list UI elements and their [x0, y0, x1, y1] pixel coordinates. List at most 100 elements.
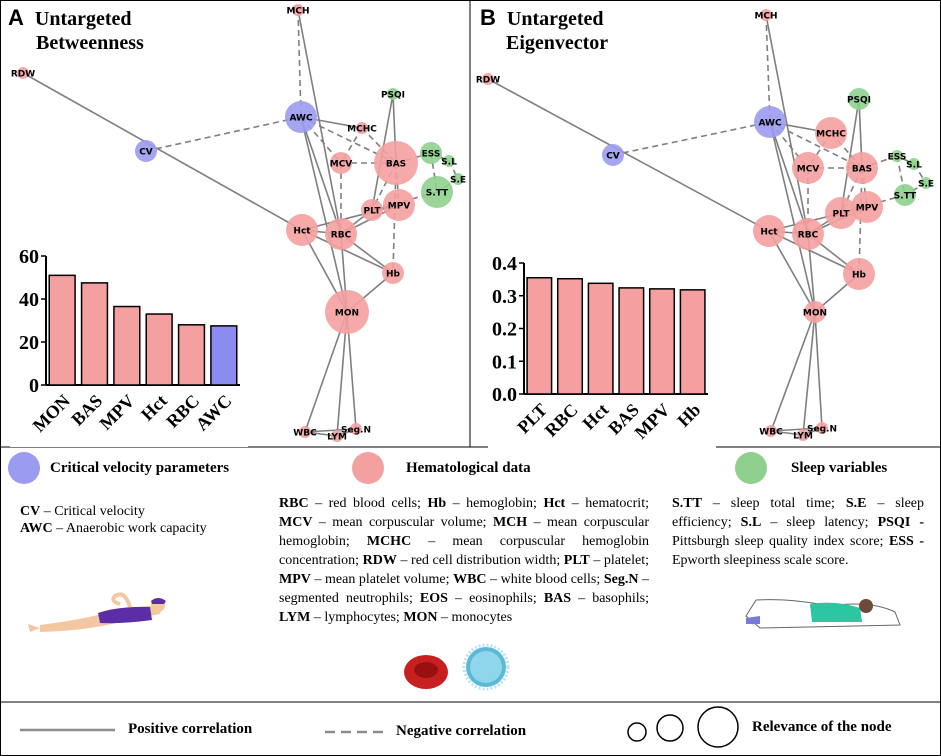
- node-bas: [374, 141, 418, 185]
- sleep-legend-text: S.TT – sleep total time; S.E – sleep eff…: [672, 496, 925, 568]
- node-label-hct: Hct: [293, 227, 311, 237]
- node-hct: [753, 215, 785, 247]
- node-rbc: [792, 218, 824, 250]
- node-label-mpv: MPV: [856, 204, 879, 214]
- node-label-hb: Hb: [386, 270, 401, 280]
- edge-mchc-bas: [830, 132, 863, 169]
- node-mchc: [356, 122, 368, 134]
- edge-mch-awc: [297, 9, 302, 118]
- node-label-wbc: WBC: [293, 429, 317, 439]
- node-awc: [754, 106, 786, 138]
- y-tick-label: 20: [19, 332, 39, 354]
- bar-mon: [48, 274, 76, 386]
- edge-cv-awc: [612, 121, 771, 156]
- cv-legend-dot: [8, 452, 40, 484]
- red-blood-cell-icon: [404, 655, 448, 689]
- edge-wbc-seg-n: [304, 428, 357, 433]
- node-ess: [420, 142, 442, 164]
- node-mon: [325, 290, 369, 334]
- node-label-mchc: MCHC: [347, 125, 377, 135]
- node-label-s-e: S.E: [450, 176, 466, 186]
- node-mchc: [815, 117, 847, 149]
- panel-a-letter: A: [8, 5, 24, 30]
- node-lym: [797, 429, 809, 441]
- edge-psqi-plt: [840, 98, 860, 214]
- node-label-bas: BAS: [386, 160, 406, 170]
- y-tick-label: 0.4: [492, 253, 517, 275]
- node-label-s-e: S.E: [918, 180, 934, 190]
- positive-correlation-label: Positive correlation: [128, 721, 253, 737]
- swimmer-illustration: [28, 592, 166, 632]
- panel-b-title: B Untargeted Eigenvector: [480, 6, 608, 55]
- node-label-mch: MCH: [286, 7, 309, 17]
- panel-a-title-line2: Betweenness: [36, 32, 144, 54]
- node-psqi: [387, 88, 399, 100]
- edge-mch-awc: [765, 14, 771, 123]
- node-label-mpv: MPV: [388, 202, 411, 212]
- node-plt: [825, 197, 857, 229]
- cv-legend-item: AWC – Anaerobic work capacity: [20, 521, 207, 536]
- node-s-l: [443, 155, 455, 167]
- node-label-mcv: MCV: [330, 160, 353, 170]
- node-label-plt: PLT: [364, 207, 382, 217]
- panel-a-title: A Untargeted Betweenness: [8, 6, 144, 55]
- y-tick-label: 60: [19, 246, 39, 268]
- edge-mch-rbc: [297, 9, 342, 235]
- node-label-s-tt: S.TT: [426, 189, 449, 199]
- edge-mon-lym: [802, 311, 816, 436]
- node-label-cv: CV: [606, 152, 620, 162]
- negative-correlation-label: Negative correlation: [396, 723, 527, 739]
- node-hb: [382, 262, 404, 284]
- bar-awc: [210, 325, 238, 386]
- node-s-tt: [421, 176, 453, 208]
- hem-legend-text: RBC – red blood cells; Hb – hemoglobin; …: [279, 496, 650, 625]
- node-label-s-tt: S.TT: [894, 192, 917, 202]
- node-mcv: [792, 152, 824, 184]
- bar-plt: [526, 276, 553, 395]
- node-bas: [846, 152, 878, 184]
- node-label-mon: MON: [335, 309, 359, 319]
- panel-b-letter: B: [480, 5, 496, 30]
- node-ess: [891, 150, 903, 162]
- node-mon: [804, 301, 826, 323]
- edge-wbc-seg-n: [770, 427, 823, 432]
- node-mcv: [330, 152, 352, 174]
- node-lym: [331, 430, 343, 442]
- node-label-s-l: S.L: [906, 161, 922, 171]
- bar-rbc: [556, 277, 584, 395]
- relevance-circle-large: [697, 706, 739, 748]
- node-label-seg-n: Seg.N: [341, 426, 371, 436]
- cv-legend-item: CV – Critical velocity: [20, 504, 145, 519]
- node-rdw: [482, 73, 494, 85]
- node-hct: [286, 214, 318, 246]
- edge-mon-seg-n: [814, 311, 823, 429]
- edge-awc-bas: [300, 116, 397, 164]
- bar-bas: [618, 287, 645, 395]
- node-label-s-l: S.L: [441, 158, 457, 168]
- node-hb: [843, 258, 875, 290]
- cv-legend-list: CV – Critical velocity AWC – Anaerobic w…: [20, 503, 207, 537]
- node-plt: [361, 199, 383, 221]
- y-tick-label: 0.2: [492, 319, 517, 341]
- y-tick-label: 0.3: [492, 286, 517, 308]
- edge-mon-wbc: [770, 311, 816, 432]
- relevance-label: Relevance of the node: [752, 719, 892, 735]
- node-label-hb: Hb: [852, 271, 867, 281]
- bar-hb: [679, 289, 706, 395]
- node-label-ess: ESS: [888, 153, 907, 163]
- panel-a-title-line1: Untargeted: [34, 8, 132, 30]
- node-awc: [285, 101, 317, 133]
- node-label-cv: CV: [139, 148, 153, 158]
- relevance-circle-medium: [656, 714, 684, 742]
- node-label-wbc: WBC: [759, 428, 783, 438]
- node-label-rdw: RDW: [11, 70, 35, 80]
- sleeping-person-illustration: [745, 599, 901, 629]
- bar-bas: [80, 282, 109, 386]
- edge-awc-bas: [769, 121, 863, 169]
- node-label-mch: MCH: [754, 12, 777, 22]
- edge-awc-mon: [300, 116, 348, 313]
- node-s-tt: [894, 184, 916, 206]
